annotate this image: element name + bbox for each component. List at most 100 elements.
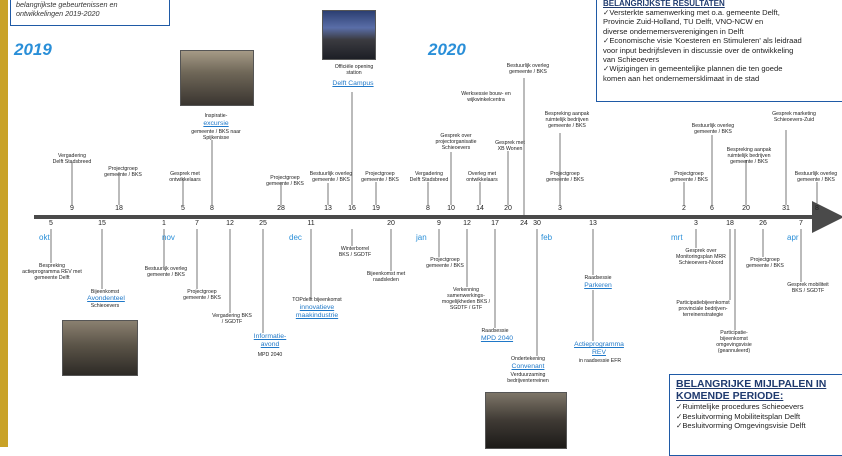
event-raadsessie: Raadsessie xyxy=(481,328,509,334)
link-actieprogramma[interactable]: Actieprogramma xyxy=(574,341,624,348)
month-label: apr xyxy=(787,233,799,242)
day-number: 13 xyxy=(589,220,597,227)
event-bijeenkomst-raadsleden: Bijeenkomst met raadsleden xyxy=(366,271,406,283)
event-bespreking-aanpak: Bespreking aanpak ruimtelijk bedrijven g… xyxy=(544,111,590,129)
intro-line-2: ontwikkelingen 2019-2020 xyxy=(16,8,100,18)
event-topdelft: TOPdelft bijeenkomst xyxy=(292,297,342,303)
day-number: 12 xyxy=(463,220,471,227)
month-label: mrt xyxy=(671,233,683,242)
day-number: 18 xyxy=(726,220,734,227)
day-number: 16 xyxy=(348,205,356,212)
event-projectgroep: Projectgroep gemeente / BKS xyxy=(266,175,304,187)
event-werksessie: Werksessie bouw- en wijkwinkelcentra xyxy=(461,91,511,103)
achievements-title: BELANGRIJKSTE RESULTATEN xyxy=(603,0,725,8)
year-2020: 2020 xyxy=(428,40,466,59)
day-number: 13 xyxy=(324,205,332,212)
event-bestuurlijk-overleg: Bestuurlijk overleg gemeente / BKS xyxy=(144,266,188,278)
photo-campus-opening xyxy=(322,10,376,60)
day-number: 11 xyxy=(307,220,315,227)
event-gesprek-monitoring: Gesprek over Monitoringsplan MRR Schieoe… xyxy=(676,248,726,266)
day-number: 26 xyxy=(759,220,767,227)
milestone-item: ✓Ruimtelijke procedures Schieoevers xyxy=(676,402,804,411)
day-number: 9 xyxy=(70,205,74,212)
link-mpd-2040[interactable]: MPD 2040 xyxy=(480,335,514,342)
month-label: feb xyxy=(541,233,553,242)
day-number: 14 xyxy=(476,205,484,212)
photo-covenant-signing xyxy=(485,392,567,449)
event-projectgroep: Projectgroep gemeente / BKS xyxy=(361,171,399,183)
achievement-line: diverse ondernemersverenigingen in Delft xyxy=(603,26,744,36)
day-number: 15 xyxy=(98,220,106,227)
event-gesprek-marketing: Gesprek marketing Schieoevers-Zuid xyxy=(772,111,816,123)
link-rev[interactable]: REV xyxy=(592,349,606,356)
achievement-line: ✓Versterkte samenwerking met o.a. gemeen… xyxy=(603,8,780,17)
year-2019: 2019 xyxy=(14,40,52,59)
day-number: 20 xyxy=(742,205,750,212)
event-overleg-ontwikkelaars: Overleg met ontwikkelaars xyxy=(466,171,498,183)
day-number: 19 xyxy=(372,205,380,212)
event-bestuurlijk-overleg: Bestuurlijk overleg gemeente / BKS xyxy=(309,171,353,183)
link-avondenteel[interactable]: Avondenteel xyxy=(87,295,125,302)
event-bijeenkomst: Bijeenkomst xyxy=(90,289,120,295)
day-number: 28 xyxy=(277,205,285,212)
achievement-line: Provincie Zuid-Holland, TU Delft, VNO-NC… xyxy=(603,17,764,27)
day-number: 3 xyxy=(694,220,698,227)
link-avond[interactable]: avond xyxy=(260,341,280,348)
day-number: 5 xyxy=(181,205,185,212)
day-number: 30 xyxy=(533,220,541,227)
event-projectgroep: Projectgroep gemeente / BKS xyxy=(746,257,784,269)
event-projectgroep: Projectgroep gemeente / BKS xyxy=(104,166,142,178)
event-raadsessie: Raadsessie xyxy=(584,275,612,281)
day-number: 18 xyxy=(115,205,123,212)
milestones-title-1: BELANGRIJKE MIJLPALEN IN xyxy=(676,378,827,390)
event-vergadering-stadsbreed: Vergadering Delft Stadsbreed xyxy=(52,153,92,165)
day-number: 20 xyxy=(504,205,512,212)
event-bespreking-aanpak: Bespreking aanpak ruimtelijk bedrijven g… xyxy=(726,147,772,165)
link-convenant[interactable]: Convenant xyxy=(511,363,545,370)
day-number: 7 xyxy=(799,220,803,227)
day-number: 8 xyxy=(815,205,819,212)
day-number: 8 xyxy=(426,205,430,212)
day-number: 24 xyxy=(520,220,528,227)
link-parkeren[interactable]: Parkeren xyxy=(584,282,612,289)
intro-line-1: belangrijkste gebeurtenissen en xyxy=(16,0,118,9)
event-inspiratie: Inspiratie- xyxy=(204,113,228,119)
link-excursie[interactable]: excursie xyxy=(203,120,229,127)
event-gesprek-mobiliteit: Gesprek mobiliteit BKS / SGDTF xyxy=(787,282,829,294)
intro-box: belangrijkste gebeurtenissen en ontwikke… xyxy=(10,0,170,26)
day-number: 7 xyxy=(195,220,199,227)
event-participatie-omgevingsvisie: Participatie-bijeenkomst omgevingsvisie … xyxy=(716,330,752,354)
day-number: 31 xyxy=(782,205,790,212)
link-informatie[interactable]: Informatie- xyxy=(253,333,287,340)
milestone-item: ✓Besluitvorming Omgevingsvisie Delft xyxy=(676,421,806,431)
milestones-title-2: KOMENDE PERIODE: xyxy=(676,390,784,402)
event-bestuurlijk-overleg: Bestuurlijk overleg gemeente / BKS xyxy=(691,123,735,135)
event-projectgroep: Projectgroep gemeente / BKS xyxy=(546,171,584,183)
event-opening-station: Officiële opening station xyxy=(334,64,374,76)
link-maakindustrie[interactable]: maakindustrie xyxy=(295,312,339,319)
event-gesprek-projectorganisatie: Gesprek over projectorganisatie Schieoev… xyxy=(435,133,477,151)
event-bespreking-rev: Bespreking actieprogramma REV met gemeen… xyxy=(22,263,82,281)
month-label: jan xyxy=(416,233,427,242)
event-mpd-2040: MPD 2040 xyxy=(257,352,283,358)
photo-excursion xyxy=(180,50,254,106)
link-delft-campus[interactable]: Delft Campus xyxy=(332,80,374,87)
timeline-ticks xyxy=(50,78,818,356)
link-innovatieve[interactable]: innovatieve xyxy=(299,304,335,311)
event-gesprek-ontwikkelaars: Gesprek met ontwikkelaars xyxy=(169,171,201,183)
day-number: 3 xyxy=(558,205,562,212)
month-label: dec xyxy=(289,233,302,242)
event-verkenning: Verkenning samenwerkings-mogelijkheden B… xyxy=(441,287,491,311)
event-raadsessie-efr: in raadsessie EFR xyxy=(578,358,622,364)
day-number: 1 xyxy=(162,220,166,227)
day-number: 10 xyxy=(447,205,455,212)
day-number: 2 xyxy=(682,205,686,212)
month-label: nov xyxy=(162,233,175,242)
event-verduurzaming: Verduurzaming bedrijventerreinen xyxy=(507,372,549,384)
milestones-box: BELANGRIJKE MIJLPALEN IN KOMENDE PERIODE… xyxy=(669,374,842,456)
photo-meeting xyxy=(62,320,138,376)
day-number: 8 xyxy=(210,205,214,212)
month-label: okt xyxy=(39,233,50,242)
achievement-line: komen aan het ondernemersklimaat in de s… xyxy=(603,73,760,83)
